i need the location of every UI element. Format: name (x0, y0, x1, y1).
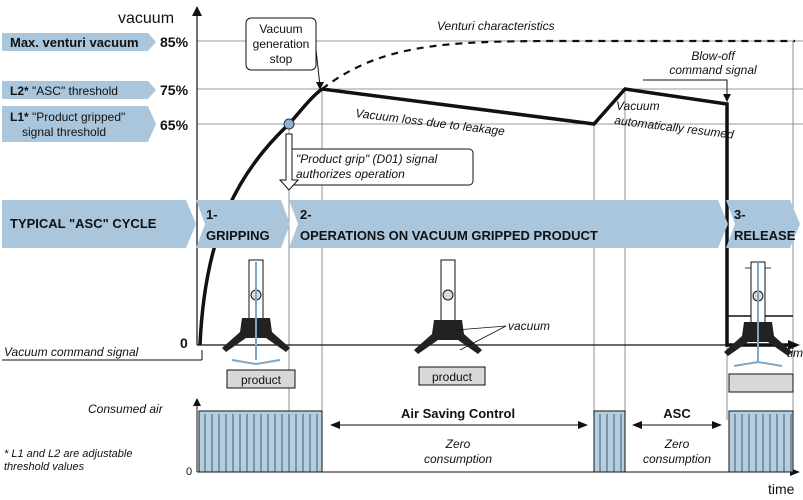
venturi-curve (321, 39, 795, 90)
asc-short-arrow-left (632, 421, 642, 429)
asc-long-arrow-right (578, 421, 588, 429)
zero-consumption-1-line1: Zero (445, 437, 471, 451)
l1-tag-line1: L1* "Product gripped" (10, 110, 125, 124)
level-tag-max: Max. venturi vacuum (2, 33, 156, 51)
product-grip-callout: "Product grip" (D01) signal authorizes o… (278, 133, 474, 191)
vacuum-stop-callout: Vacuum generation stop (245, 17, 324, 90)
footnote-line2: threshold values (4, 461, 85, 473)
step1-label: GRIPPING (206, 228, 270, 243)
air-block-1 (198, 410, 323, 473)
product-label-2: product (432, 370, 473, 384)
max-vacuum-value: 85% (160, 34, 189, 50)
product-grip-line1: "Product grip" (D01) signal (296, 152, 438, 166)
venturi-label: Venturi characteristics (437, 19, 555, 33)
suction-cup-operations: product vacuum (414, 259, 550, 386)
step3-number: 3- (734, 207, 746, 222)
level-tag-l1: L1* "Product gripped" signal threshold (2, 106, 156, 142)
product-label-1: product (241, 373, 282, 387)
level-tag-l2: L2* "ASC" threshold (2, 81, 156, 99)
step2-number: 2- (300, 207, 312, 222)
max-vacuum-tag-text: Max. venturi vacuum (10, 35, 139, 50)
zero-consumption-1-line2: consumption (424, 452, 492, 466)
air-consumption-blocks (198, 410, 794, 473)
blowoff-pointer (643, 79, 728, 98)
asc-short-arrow-right (712, 421, 722, 429)
time-label-lower: time (768, 481, 795, 497)
vacuum-stop-line1: Vacuum (259, 22, 302, 36)
l2-tag-text: L2* "ASC" threshold (10, 84, 118, 98)
time-label-upper: time (787, 346, 803, 360)
step2-label: OPERATIONS ON VACUUM GRIPPED PRODUCT (300, 228, 598, 243)
vacuum-rise-curve (198, 87, 324, 346)
resumed-line2: automatically resumed (614, 113, 735, 142)
consumed-zero-label: 0 (186, 466, 192, 478)
time-axis-upper-arrow (788, 340, 800, 350)
suction-cup-gripping: product (222, 259, 296, 389)
cycle-title: TYPICAL "ASC" CYCLE (10, 216, 157, 231)
vacuum-zero-label: 0 (180, 335, 188, 351)
blowoff-line2: command signal (669, 63, 757, 77)
l1-value: 65% (160, 117, 189, 133)
product-grip-line2: authorizes operation (296, 167, 405, 181)
blowoff-pointer-arrow (723, 94, 731, 102)
zero-consumption-2-line1: Zero (664, 437, 690, 451)
asc-long-arrow-left (330, 421, 340, 429)
vacuum-axis-arrow (192, 6, 202, 16)
asc-short-label: ASC (663, 406, 691, 421)
consumed-air-axis-arrow (193, 398, 201, 406)
zero-consumption-2-line2: consumption (643, 452, 711, 466)
suction-cup-release (724, 261, 794, 393)
cycle-band: TYPICAL "ASC" CYCLE 1- GRIPPING 2- OPERA… (2, 200, 800, 248)
air-block-2 (593, 410, 626, 473)
l2-value: 75% (160, 82, 189, 98)
grip-threshold-point (283, 118, 295, 130)
footnote-line1: * L1 and L2 are adjustable (4, 448, 132, 460)
step1-number: 1- (206, 207, 218, 222)
resumed-line1: Vacuum (616, 99, 660, 113)
blowoff-line1: Blow-off (691, 49, 736, 63)
vacuum-stop-line2: generation (253, 37, 310, 51)
l1-tag-line2: signal threshold (22, 125, 106, 139)
step3-label: RELEASE (734, 228, 796, 243)
asc-long-label: Air Saving Control (401, 406, 515, 421)
vacuum-stop-line3: stop (270, 52, 293, 66)
air-block-3 (728, 410, 794, 473)
vacuum-callout-label: vacuum (508, 319, 550, 333)
vacuum-command-label: Vacuum command signal (4, 345, 139, 359)
consumed-air-label: Consumed air (88, 402, 164, 416)
vacuum-axis-label: vacuum (118, 10, 174, 27)
